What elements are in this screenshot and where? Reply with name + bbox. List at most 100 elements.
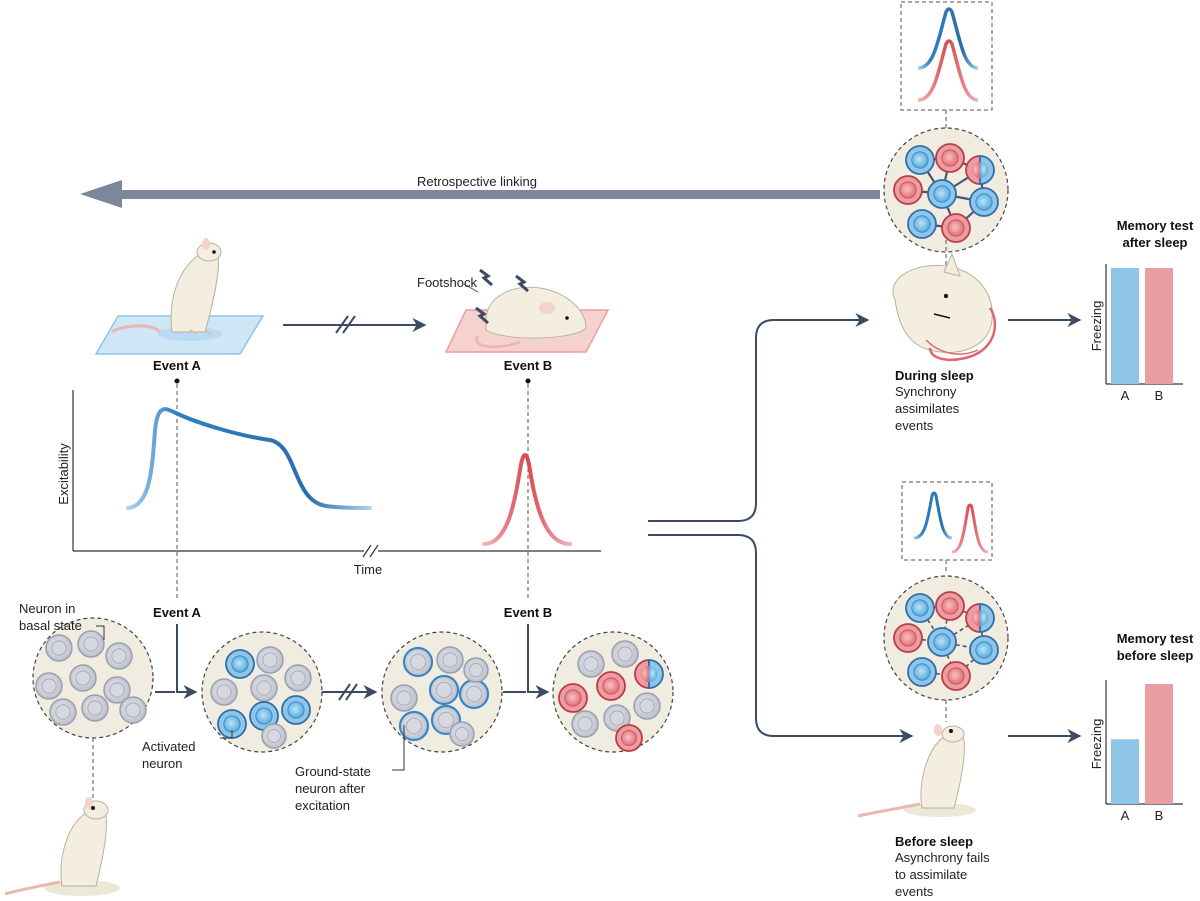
footshock-label: Footshock — [417, 275, 477, 290]
retrospective-linking-arrow: Retrospective linking — [80, 174, 880, 208]
chart-tick-label: A — [1121, 388, 1130, 403]
neuron-nucleus — [947, 219, 965, 237]
chart-tick-label: A — [1121, 808, 1130, 823]
event-a-dot — [174, 378, 180, 384]
neuron-nucleus — [51, 640, 67, 656]
plot-xlabel: Time — [354, 562, 382, 577]
neuron-nucleus — [913, 663, 931, 681]
chart-title-line1: Memory test — [1117, 218, 1194, 233]
sleeping-mouse — [892, 252, 996, 362]
engram-circle-before-sleep — [883, 575, 1009, 701]
event-a-top-label: Event A — [153, 358, 202, 373]
neuron-link — [919, 605, 951, 609]
neuron-nucleus — [405, 717, 423, 735]
neuron-nucleus — [442, 652, 458, 668]
engram-circle-basal — [32, 617, 154, 739]
neuron-nucleus — [83, 636, 99, 652]
neuron-nucleus — [933, 633, 951, 651]
chart-ylabel: Freezing — [1089, 719, 1104, 770]
event-a-mouse — [94, 238, 265, 355]
engram-flow-arrows — [155, 624, 550, 701]
chart-tick-label: B — [1155, 808, 1164, 823]
before-sleep-line3: events — [895, 884, 934, 899]
neuron-nucleus — [941, 149, 959, 167]
before-sleep-mouse — [857, 724, 976, 818]
neuron-nucleus-blue — [980, 161, 989, 179]
neuron-nucleus — [468, 662, 484, 678]
neuron-nucleus — [941, 597, 959, 615]
neuron-nucleus — [609, 710, 625, 726]
excitability-plot: Excitability Time — [56, 390, 601, 577]
bar-A — [1111, 739, 1139, 804]
neuron-nucleus — [435, 681, 453, 699]
neuron-nucleus-blue — [649, 665, 658, 683]
ground-label-line3: excitation — [295, 798, 350, 813]
neuron-nucleus — [583, 656, 599, 672]
during-sleep-line2: assimilates — [895, 401, 960, 416]
neuron-nucleus — [947, 667, 965, 685]
engram-circle-during-sleep — [883, 127, 1009, 253]
neuron-nucleus — [617, 646, 633, 662]
neuron-link — [949, 605, 981, 619]
synchrony-inset — [900, 1, 993, 128]
neuron-nucleus — [911, 599, 929, 617]
neuron-nucleus — [75, 670, 91, 686]
neuron-nucleus — [911, 151, 929, 169]
neuron-nucleus — [255, 707, 273, 725]
event-a-bottom-label: Event A — [153, 605, 202, 620]
basal-mouse — [4, 797, 120, 896]
interval-arrow — [283, 315, 427, 334]
neuron-nucleus — [111, 648, 127, 664]
during-sleep-line3: events — [895, 418, 934, 433]
neuron-nucleus — [231, 655, 249, 673]
bar-B — [1145, 268, 1173, 384]
neuron-nucleus — [899, 181, 917, 199]
neuron-nucleus — [564, 689, 582, 707]
activated-label-line2: neuron — [142, 756, 182, 771]
engram-circle-event-b — [552, 631, 674, 753]
neuron-nucleus-red — [640, 665, 649, 683]
basal-leader-line — [96, 625, 105, 640]
ground-label-line1: Ground-state — [295, 764, 371, 779]
chart-title-line2: before sleep — [1117, 648, 1194, 663]
engram-circle-activated — [201, 631, 323, 753]
neuron-nucleus — [975, 193, 993, 211]
outcome-branch-lines — [648, 313, 914, 743]
during-sleep-line1: Synchrony — [895, 384, 957, 399]
neuron-nucleus — [41, 678, 57, 694]
neuron-nucleus — [290, 670, 306, 686]
neuron-nucleus-red — [971, 609, 980, 627]
neuron-nucleus — [620, 729, 638, 747]
neuron-nucleus — [396, 690, 412, 706]
event-b-mouse — [444, 268, 610, 353]
engram-circle-ground-state — [381, 631, 503, 753]
activated-label-line1: Activated — [142, 739, 195, 754]
neuron-nucleus — [55, 704, 71, 720]
ground-label-line2: neuron after — [295, 781, 366, 796]
neuron-nucleus — [639, 698, 655, 714]
excitability-curve-a — [126, 407, 372, 510]
during-sleep-title: During sleep — [895, 368, 974, 383]
neuron-nucleus — [262, 652, 278, 668]
neuron-nucleus — [577, 716, 593, 732]
before-sleep-line2: to assimilate — [895, 867, 967, 882]
neuron-nucleus — [87, 700, 103, 716]
neuron-nucleus — [465, 685, 483, 703]
chart-title-line1: Memory test — [1117, 631, 1194, 646]
event-b-top-label: Event B — [504, 358, 552, 373]
neuron-nucleus — [454, 726, 470, 742]
neuron-nucleus — [109, 682, 125, 698]
neuron-nucleus — [256, 680, 272, 696]
neuron-nucleus — [216, 684, 232, 700]
event-b-bottom-label: Event B — [504, 605, 552, 620]
neuron-nucleus — [437, 711, 455, 729]
neuron-nucleus — [125, 702, 141, 718]
plot-ylabel: Excitability — [56, 443, 71, 505]
neuron-nucleus — [933, 185, 951, 203]
neuron-nucleus — [602, 677, 620, 695]
neuron-nucleus-blue — [980, 609, 989, 627]
asynchrony-inset — [901, 481, 993, 574]
bar-A — [1111, 268, 1139, 384]
